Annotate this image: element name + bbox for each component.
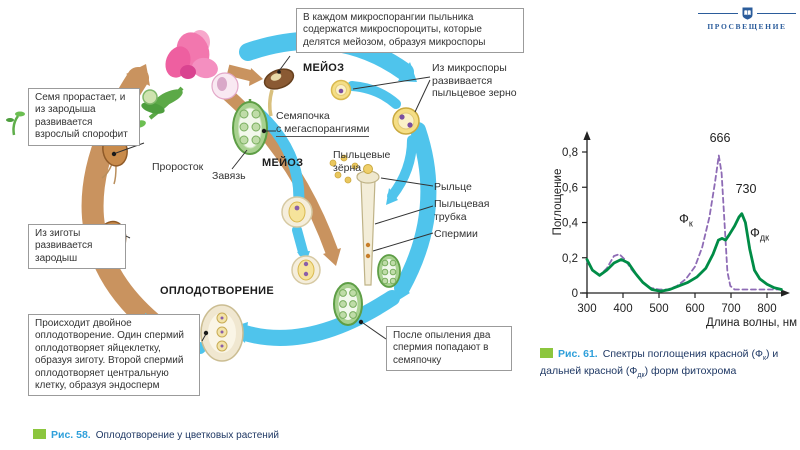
x-axis-arrow (781, 289, 790, 297)
y-axis-arrow (583, 131, 591, 140)
curve-label-fk-main: Ф (679, 211, 689, 226)
annotation-730: 730 (735, 182, 757, 196)
figure61-caption-t4: ) форм фитохрома (644, 365, 737, 378)
series-curve-1 (585, 212, 783, 293)
label-pollen-grains: Пыльцевые зёрна (333, 149, 390, 174)
shield-book-icon (742, 7, 752, 20)
label-ovule-line1: Семяпочка (276, 110, 330, 122)
y-tick-label: 0,8 (562, 147, 578, 159)
figure61-caption-t1: Спектры поглощения (602, 348, 707, 360)
label-pollen-grains-line1: Пыльцевые (333, 149, 391, 161)
label-fertilization: ОПЛОДОТВОРЕНИЕ (160, 285, 274, 297)
label-pollen-tube: Пыльцевая трубка (434, 198, 489, 223)
curve-label-fdk-main: Ф (750, 225, 760, 240)
label-ovule-megasporangia: Семяпочка с мегаспорангиями (276, 110, 370, 138)
figure58-caption-label: Рис. 58. (51, 429, 91, 441)
ovule-capsule-pollinated (333, 254, 401, 326)
label-pollen-tube-line1: Пыльцевая (434, 198, 490, 210)
x-axis-label: Длина волны, нм (706, 317, 797, 329)
series-curve-0 (586, 154, 783, 291)
figure61-caption-sub2: дк (637, 372, 645, 380)
label-stigma: Рыльце (434, 181, 472, 193)
x-tick-label: 600 (685, 303, 704, 315)
figure61-caption-sub1: к (762, 355, 767, 363)
microspore-circle (330, 79, 352, 101)
figure58-caption-text: Оплодотворение у цветковых растений (95, 430, 279, 441)
curve-label-fdk-sub: дк (759, 232, 770, 243)
y-tick-label: 0 (572, 288, 578, 300)
x-tick-label: 700 (721, 303, 740, 315)
logo-right-rule (756, 13, 796, 14)
label-sperm: Спермии (434, 228, 478, 240)
curve-label-fk-sub: к (688, 218, 693, 229)
textbox-seed-germinates: Семя прорастает, и из зародыша развивает… (28, 88, 140, 146)
label-meiosis-top: МЕЙОЗ (303, 62, 345, 74)
label-pollen-grains-line2: зёрна (333, 161, 362, 174)
figure61-caption: Рис. 61.Спектры поглощения красной (Фк) … (540, 347, 794, 381)
life-cycle-illustration (6, 30, 437, 362)
pistil-pollen-tube (356, 164, 380, 286)
x-tick-label: 800 (757, 303, 776, 315)
label-ovule-line2: с мегаспорангиями (276, 122, 370, 135)
gametophyte-arrows (145, 31, 437, 354)
caption-square-icon (540, 348, 553, 358)
label-microspore-pollen: Из микроспоры развивается пыльцевое зерн… (432, 62, 517, 100)
embryo-sac-stage-1 (281, 196, 313, 228)
curve-label-fk: Фк (679, 211, 693, 229)
textbox-zygote-embryo: Из зиготы развивается зародыш (28, 224, 126, 270)
figure58-caption: Рис. 58. Оплодотворение у цветковых расте… (33, 428, 373, 444)
textbox-double-fertilization: Происходит двойное оплодотворение. Один … (28, 314, 200, 397)
label-ovary: Завязь (212, 170, 246, 182)
leader-lines (109, 55, 434, 342)
textbox-after-pollination: После опыления два спермия попадают в се… (386, 326, 512, 372)
pollen-grain-circle (392, 107, 420, 135)
textbox-microsporangia: В каждом микроспорангии пыльника содержа… (296, 8, 524, 54)
ovary-capsule (232, 99, 268, 155)
x-tick-label: 300 (577, 303, 596, 315)
caption-square-icon (33, 429, 46, 439)
y-axis-label: Поглощение (552, 168, 564, 236)
y-tick-label: 0,2 (562, 253, 578, 265)
curve-label-fdk: Фдк (750, 225, 769, 243)
x-tick-label: 500 (649, 303, 668, 315)
figure61-caption-t3: ) и дальней красной (Ф (540, 348, 779, 378)
label-pollen-tube-line2: трубка (434, 210, 467, 223)
flower (141, 30, 239, 120)
label-meiosis-mid: МЕЙОЗ (262, 157, 304, 169)
annotation-666: 666 (709, 131, 731, 145)
young-sprout (6, 111, 25, 136)
x-tick-label: 400 (613, 303, 632, 315)
figure61-caption-t2: красной (Ф (709, 348, 763, 360)
label-seedling: Проросток (152, 161, 204, 173)
publisher-name: ПРОСВЕЩЕНИЕ (707, 22, 787, 31)
embryo-sac-stage-2 (291, 255, 321, 285)
figure61-caption-label: Рис. 61. (558, 348, 598, 360)
fertilization-ovule (200, 304, 244, 362)
y-tick-label: 0,6 (562, 182, 578, 194)
y-tick-label: 0,4 (562, 218, 579, 230)
logo-left-rule (698, 13, 738, 14)
spectra-plot-svg: 300 400 500 600 700 800 0 0,2 0,4 0,6 0,8 (562, 131, 790, 315)
anther (263, 68, 295, 117)
publisher-logo: ПРОСВЕЩЕНИЕ (698, 7, 796, 31)
